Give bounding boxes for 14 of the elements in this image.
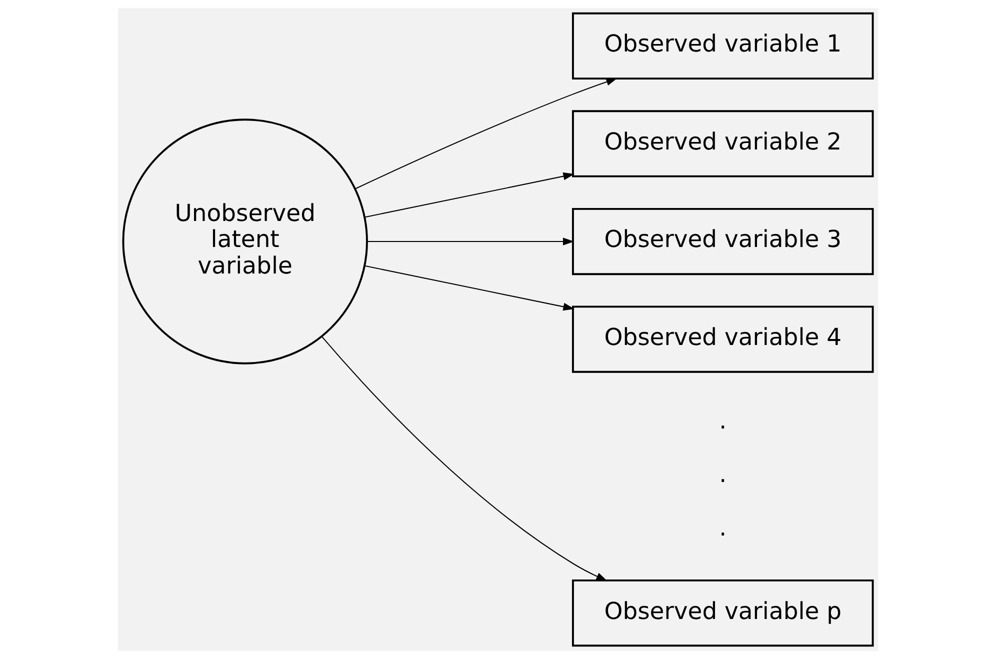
node-box: Observed variable 2 bbox=[571, 110, 874, 178]
label: . bbox=[718, 460, 726, 488]
node-box: Observed variable 3 bbox=[571, 208, 874, 276]
node-box: Observed variable 1 bbox=[571, 12, 874, 80]
arrow bbox=[367, 238, 574, 246]
arrow bbox=[364, 265, 574, 311]
node-box: Observed variable p bbox=[571, 579, 874, 647]
arrow bbox=[364, 172, 574, 218]
label: . bbox=[718, 406, 726, 434]
label: . bbox=[718, 513, 726, 542]
node-circle: Unobserved latent variable bbox=[122, 118, 368, 364]
arrow bbox=[320, 336, 607, 582]
arrow bbox=[354, 78, 617, 190]
node-box: Observed variable 4 bbox=[571, 306, 874, 373]
